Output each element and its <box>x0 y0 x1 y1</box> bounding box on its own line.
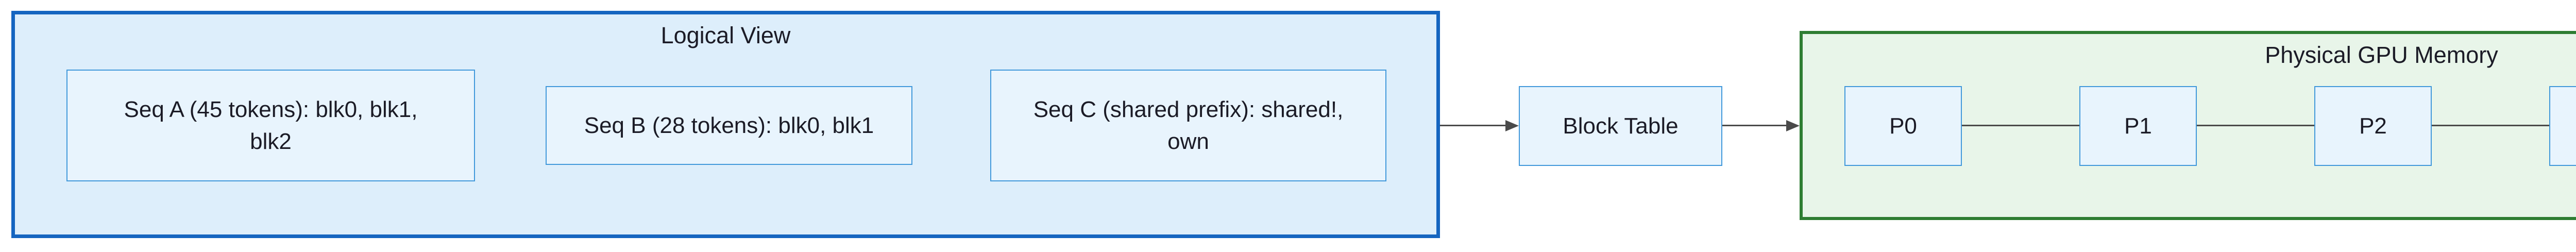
node-p0: P0 <box>1844 86 1962 166</box>
node-p0-label: P0 <box>1889 113 1917 139</box>
node-seq-a: Seq A (45 tokens): blk0, blk1, blk2 <box>66 70 475 181</box>
connector-logical-to-block-table <box>1440 125 1506 126</box>
node-seq-b-line1: Seq B (28 tokens): blk0, blk1 <box>584 112 874 138</box>
node-seq-c: Seq C (shared prefix): shared!, own <box>990 70 1386 181</box>
arrowhead-block-table-to-memory <box>1786 120 1800 131</box>
connector-p1-p2 <box>2197 125 2314 126</box>
block-table-label: Block Table <box>1563 113 1679 139</box>
node-p1-label: P1 <box>2124 113 2152 139</box>
node-seq-a-line1: Seq A (45 tokens): blk0, blk1, <box>124 96 418 122</box>
node-seq-c-line2: own <box>1167 128 1209 154</box>
node-p3: P3 <box>2549 86 2576 166</box>
connector-p0-p1 <box>1962 125 2079 126</box>
logical-view-title: Logical View <box>660 22 791 48</box>
physical-gpu-memory-title: Physical GPU Memory <box>2265 42 2498 68</box>
node-seq-a-line2: blk2 <box>250 128 292 154</box>
node-p2: P2 <box>2314 86 2432 166</box>
node-seq-c-line1: Seq C (shared prefix): shared!, <box>1033 96 1344 122</box>
arrowhead-logical-to-block-table <box>1505 120 1519 131</box>
connector-p2-p3 <box>2432 125 2549 126</box>
node-p2-label: P2 <box>2359 113 2387 139</box>
connector-block-table-to-memory <box>1722 125 1787 126</box>
node-p1: P1 <box>2079 86 2197 166</box>
node-seq-b: Seq B (28 tokens): blk0, blk1 <box>546 86 912 165</box>
node-block-table: Block Table <box>1519 86 1722 166</box>
